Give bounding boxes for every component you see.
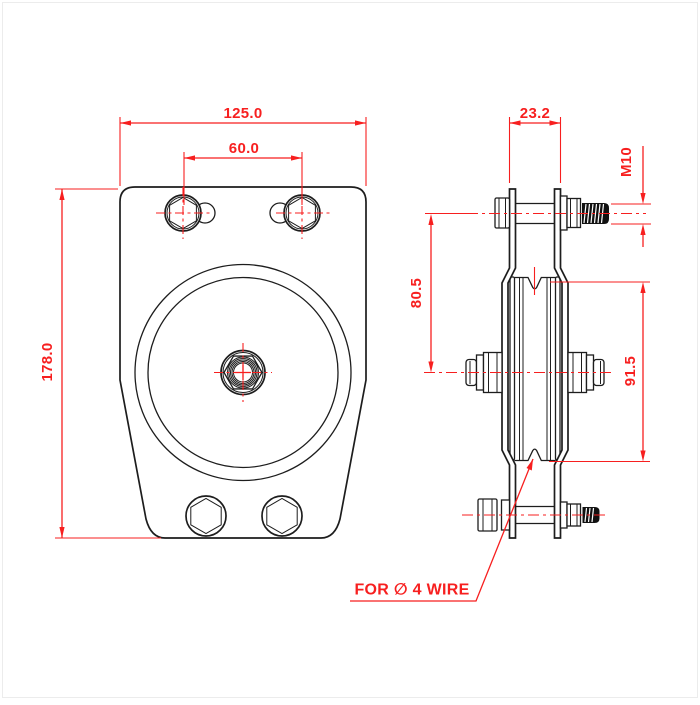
dim-label-groove-span: 91.5 [622, 356, 639, 386]
dim-label-assembly-width: 23.2 [520, 105, 550, 122]
dim-label-hole-spacing: 60.0 [229, 140, 259, 157]
front-view [119, 186, 367, 539]
centerlines [156, 187, 646, 516]
dim-label-bolt-to-axle: 80.5 [408, 278, 425, 308]
nut-hex [169, 196, 197, 230]
sheave-flange-left [509, 276, 516, 461]
dim-plate-width: 125.0 [119, 105, 367, 186]
dim-groove-span: 91.5 [549, 281, 650, 463]
wire-note-label: FOR ∅ 4 WIRE [354, 582, 469, 599]
sheave-edge [509, 276, 561, 462]
wire-note: FOR ∅ 4 WIRE [350, 458, 534, 602]
groove-bottom [514, 448, 556, 462]
mount-hole-bottom-left [185, 495, 227, 537]
mount-hole-bottom-right [261, 495, 303, 537]
dim-label-plate-height: 178.0 [39, 342, 56, 381]
top-bolt [494, 195, 609, 231]
dim-plate-height: 178.0 [39, 188, 161, 539]
axle-nut-hex [223, 355, 263, 390]
nut-hex [190, 497, 222, 535]
leader-arrow [526, 459, 533, 471]
crosshair-hub [214, 343, 272, 402]
dim-thread-spec: M10 [611, 146, 651, 247]
crosshair-top-left-hole [156, 187, 210, 239]
nut-hex [266, 497, 298, 535]
leader-line [350, 458, 534, 602]
dim-label-thread-spec: M10 [618, 147, 635, 177]
sheave-flange-right [554, 276, 561, 461]
dim-label-plate-width: 125.0 [223, 105, 262, 122]
front-plate-outline [119, 186, 367, 539]
threaded-stud [582, 507, 600, 523]
pulley-outer-circle [134, 263, 352, 482]
dim-assembly-width: 23.2 [508, 105, 562, 183]
side-plate-right [553, 188, 569, 539]
side-view [465, 188, 609, 539]
dim-bolt-to-axle: 80.5 [408, 212, 467, 373]
side-plate-left [501, 188, 517, 539]
dim-hole-spacing: 60.0 [183, 140, 303, 205]
pulley-inner-circle [147, 276, 339, 469]
